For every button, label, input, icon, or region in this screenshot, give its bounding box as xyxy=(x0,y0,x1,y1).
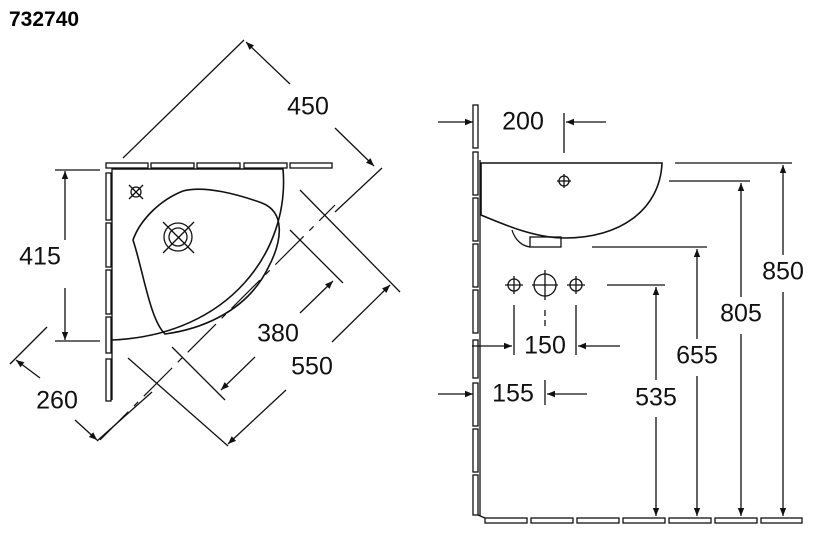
model-number: 732740 xyxy=(9,8,80,31)
dim-label-655: 655 xyxy=(676,342,718,370)
dim-415 xyxy=(55,169,100,342)
dim-label-805: 805 xyxy=(720,300,762,328)
dim-label-850: 850 xyxy=(762,258,804,286)
dim-label-150: 150 xyxy=(524,332,566,360)
height-extension-lines xyxy=(592,162,792,286)
top-view: 415 450 380 550 260 xyxy=(9,39,401,447)
dim-label-550: 550 xyxy=(291,353,333,381)
dim-label-380: 380 xyxy=(257,320,299,348)
dim-450 xyxy=(122,39,383,213)
centerline xyxy=(99,204,336,441)
wall-tiles-left xyxy=(105,168,113,402)
basin-outline xyxy=(111,168,285,341)
trap xyxy=(511,229,562,248)
wall-tiles-vertical xyxy=(472,104,486,519)
dim-label-200: 200 xyxy=(502,108,544,136)
dim-155 xyxy=(438,380,587,405)
wall-tiles-top xyxy=(105,162,333,169)
side-view: 200 150 155 850 xyxy=(438,104,804,524)
supply-holes xyxy=(505,270,585,300)
dim-label-260: 260 xyxy=(36,387,78,415)
tap-hole-icon xyxy=(557,174,571,188)
dim-label-450: 450 xyxy=(287,93,329,121)
dim-label-415: 415 xyxy=(19,243,61,271)
basin-side-outline xyxy=(480,162,663,239)
dim-150 xyxy=(472,305,620,355)
dim-550 xyxy=(127,189,401,447)
bowl-outline xyxy=(132,188,281,335)
floor-tiles xyxy=(484,517,803,524)
dim-label-155: 155 xyxy=(492,380,534,408)
dim-200 xyxy=(438,113,606,153)
dim-label-535: 535 xyxy=(635,384,677,412)
dim-260 xyxy=(9,326,153,442)
dim-380 xyxy=(171,229,344,401)
drain-icon xyxy=(162,221,195,254)
tap-hole-icon xyxy=(128,184,144,200)
